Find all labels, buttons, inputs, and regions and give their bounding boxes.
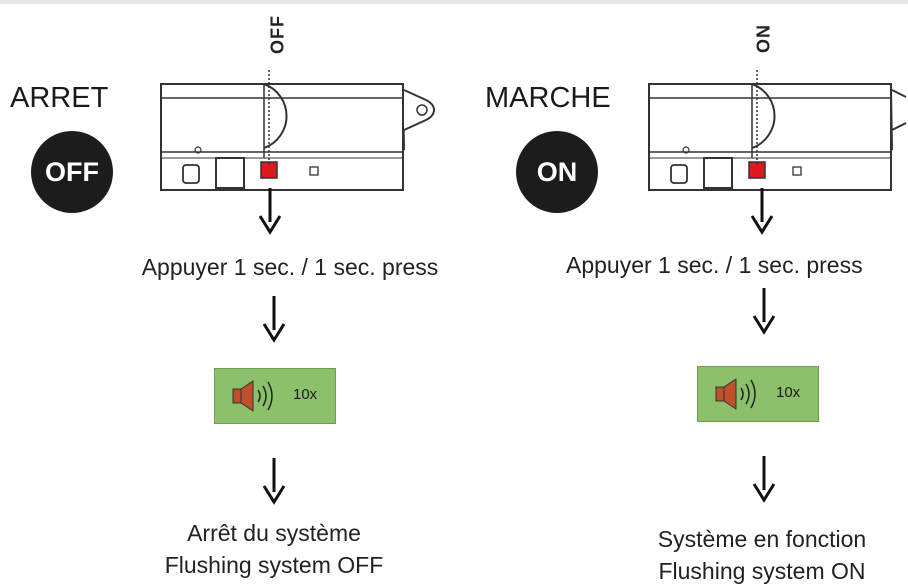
result-line1-off: Arrêt du système [187, 520, 361, 546]
speaker-icon [715, 378, 756, 410]
speaker-icon [232, 380, 273, 412]
arrow-down-icon [258, 188, 282, 235]
arrow-down-icon [750, 188, 774, 235]
beep-count-off: 10x [293, 386, 318, 403]
top-divider [0, 0, 908, 4]
switch-label-on: ON [753, 24, 774, 53]
press-instruction-off: Appuyer 1 sec. / 1 sec. press [141, 254, 439, 280]
arrow-down-icon [262, 458, 286, 505]
off-badge: OFF [31, 131, 113, 213]
result-off: Arrêt du système Flushing system OFF [124, 517, 424, 581]
device-icon-on [648, 70, 907, 191]
beep-indicator-on: 10x [697, 366, 819, 422]
result-line2-on: Flushing system ON [658, 558, 866, 584]
on-badge: ON [516, 131, 598, 213]
press-instruction-on: Appuyer 1 sec. / 1 sec. press [566, 252, 863, 278]
result-line1-on: Système en fonction [657, 526, 867, 552]
beep-indicator-off: 10x [214, 368, 336, 424]
arrow-down-icon [752, 288, 776, 335]
result-on: Système en fonction Flushing system ON [612, 523, 908, 587]
device-icon-off [160, 70, 436, 191]
switch-label-off: OFF [267, 15, 288, 54]
arrow-down-icon [752, 456, 776, 503]
beep-count-on: 10x [776, 384, 801, 401]
state-label-on: MARCHE [485, 82, 611, 114]
result-line2-off: Flushing system OFF [164, 552, 384, 578]
arrow-down-icon [262, 296, 286, 343]
state-label-off: ARRET [10, 82, 109, 114]
